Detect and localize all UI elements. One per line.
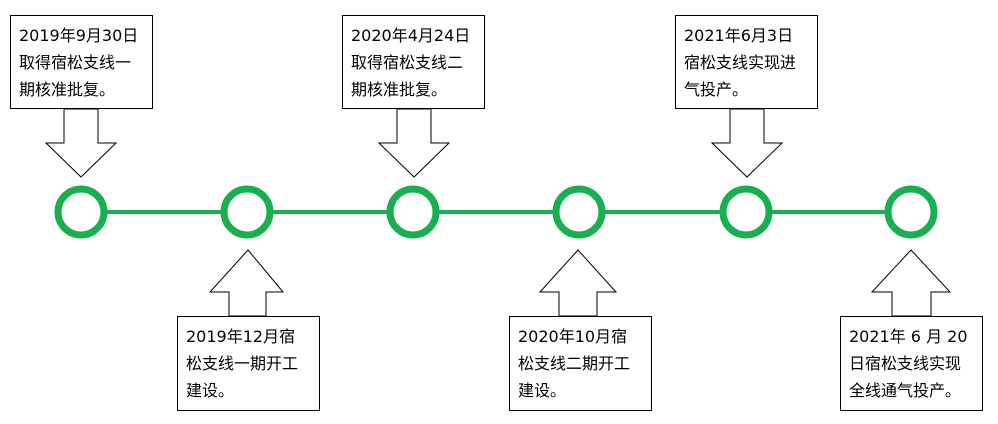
event-text-4: 2020年10月宿松支线二期开工建设。	[518, 327, 631, 400]
event-callout-1: 2019年9月30日取得宿松支线一期核准批复。	[10, 15, 153, 109]
milestone-circle-1	[54, 185, 108, 239]
event-text-6: 2021年 6 月 20 日宿松支线实现全线通气投产。	[849, 327, 968, 400]
down-arrow-1	[44, 108, 118, 178]
event-callout-5: 2021年6月3日宿松支线实现进气投产。	[675, 15, 818, 109]
up-arrow-2	[208, 249, 285, 317]
milestone-circle-3	[386, 185, 440, 239]
milestone-circle-2	[220, 185, 274, 239]
event-callout-6: 2021年 6 月 20 日宿松支线实现全线通气投产。	[840, 316, 983, 411]
milestone-circle-5	[719, 185, 773, 239]
event-callout-3: 2020年4月24日取得宿松支线二期核准批复。	[342, 15, 485, 109]
event-text-3: 2020年4月24日取得宿松支线二期核准批复。	[351, 26, 471, 99]
down-arrow-5	[710, 108, 784, 178]
event-callout-2: 2019年12月宿松支线一期开工建设。	[177, 316, 320, 411]
event-callout-4: 2020年10月宿松支线二期开工建设。	[509, 316, 652, 411]
milestone-circle-6	[884, 185, 938, 239]
up-arrow-6	[870, 249, 952, 317]
milestone-circle-4	[552, 185, 606, 239]
event-text-5: 2021年6月3日宿松支线实现进气投产。	[684, 26, 797, 99]
event-text-2: 2019年12月宿松支线一期开工建设。	[186, 327, 299, 400]
event-text-1: 2019年9月30日取得宿松支线一期核准批复。	[19, 26, 139, 99]
up-arrow-4	[538, 249, 618, 317]
down-arrow-3	[377, 108, 451, 178]
